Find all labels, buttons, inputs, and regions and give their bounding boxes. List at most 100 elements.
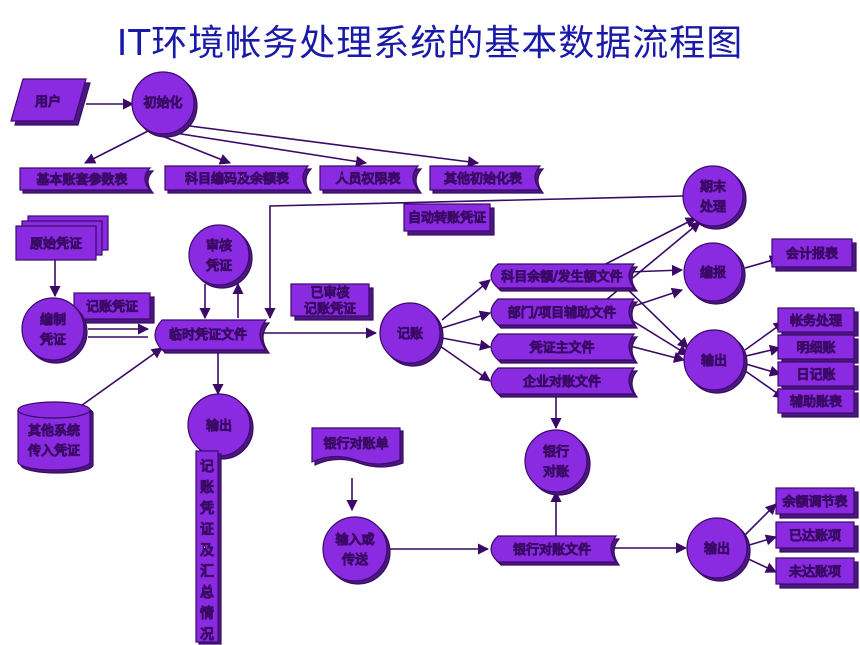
node-audit: 审核 凭证 (188, 224, 253, 289)
page-title: IT环境帐务处理系统的基本数据流程图 (116, 23, 744, 64)
node-bank-recon-label-1: 银行 (543, 445, 569, 460)
edge-period-temp (264, 195, 685, 320)
edge-subject-output (619, 281, 689, 349)
node-voucher-main-file-label: 凭证主文件 (529, 341, 594, 356)
node-temp-voucher-file: 临时凭证文件 (154, 319, 271, 354)
node-audited-label-1: 已审核 (310, 286, 349, 301)
node-bookkeeping-voucher: 记账凭证 (73, 292, 155, 324)
node-post-label: 记账 (397, 327, 423, 342)
node-period-end-label-2: 处理 (700, 200, 726, 215)
node-temp-voucher-file-label: 临时凭证文件 (169, 328, 247, 343)
summary-char-3: 凭 (200, 501, 214, 517)
nodes: 用户 初始化 基本账套参数表 科目编码及余额表 人员权限表 其他初始化表 (10, 71, 859, 645)
node-subject-balance-file: 科目余额/发生额文件 (490, 263, 639, 292)
summary-char-6: 汇 (200, 564, 214, 580)
node-output-right-label: 输出 (701, 353, 727, 369)
node-unreconciled-label: 未达账项 (789, 565, 841, 580)
node-reconciled: 已达账项 (775, 521, 859, 553)
summary-char-4: 证 (200, 522, 214, 538)
node-bank-statement-label: 银行对账单 (323, 437, 388, 452)
node-other-init: 其他初始化表 (429, 165, 545, 194)
summary-char-1: 记 (200, 459, 214, 475)
edges (49, 98, 785, 573)
summary-char-2: 账 (200, 480, 214, 496)
edge-out-balance (741, 503, 777, 539)
node-other-init-label: 其他初始化表 (444, 172, 522, 187)
edge-post-main (441, 337, 492, 351)
node-bank-statement: 银行对账单 (311, 427, 404, 468)
node-original-voucher: 原始凭证 (15, 215, 109, 261)
edge-dept-output (627, 317, 689, 356)
node-subject-codes-label: 科目编码及余额表 (185, 171, 289, 187)
node-basic-params: 基本账套参数表 (19, 167, 155, 194)
node-audited-label-2: 记账凭证 (304, 302, 356, 317)
node-balance-adjust-label: 余额调节表 (782, 494, 847, 510)
node-output-bank: 输出 (686, 517, 751, 582)
node-prepare: 编制 凭证 (21, 297, 88, 364)
node-dept-project-file: 部门/项目辅助文件 (490, 298, 639, 329)
summary-char-9: 况 (200, 627, 214, 643)
node-journal: 日记账 (777, 361, 859, 391)
node-user: 用户 (10, 78, 91, 126)
node-audit-label-1: 审核 (206, 239, 232, 254)
node-input-transfer: 输入或 传送 (322, 516, 391, 585)
summary-char-8: 情 (200, 606, 214, 622)
node-auto-transfer-label: 自动转账凭证 (408, 211, 486, 226)
node-unreconciled: 未达账项 (775, 557, 859, 589)
node-input-transfer-label-1: 输入或 (335, 532, 374, 548)
edge-subject-report (627, 264, 684, 276)
edge-out-aux (743, 369, 785, 399)
node-user-label: 用户 (35, 94, 61, 110)
node-audited: 已审核 记账凭证 (290, 283, 374, 321)
node-reconciled-label: 已达账项 (789, 529, 841, 544)
node-balance-adjust: 余额调节表 (775, 487, 859, 519)
edge-post-subject (441, 279, 491, 321)
edge-out-journal (745, 363, 782, 377)
node-bookkeeping-voucher-label: 记账凭证 (86, 300, 138, 315)
node-output-bank-label: 输出 (704, 541, 730, 557)
edge-init-perm (174, 132, 368, 167)
node-init: 初始化 (131, 71, 198, 138)
node-aux-ledger: 辅助账表 (777, 388, 859, 418)
node-prepare-label-1: 编制 (40, 313, 66, 328)
node-voucher-main-file: 凭证主文件 (490, 333, 639, 364)
node-input-transfer-label-2: 传送 (342, 553, 368, 568)
node-accounting-report-label: 会计报表 (786, 247, 838, 262)
node-other-system: 其他系统 传入凭证 (17, 401, 94, 474)
node-auto-transfer: 自动转账凭证 (403, 203, 495, 236)
edge-init-subject (161, 135, 232, 165)
edge-dept-report (627, 287, 684, 309)
node-accounting-report: 会计报表 (771, 238, 857, 272)
edge-post-dept (441, 310, 492, 329)
node-bookkeeping-summary: 记 账 凭 证 及 汇 总 情 况 (195, 450, 222, 645)
node-subject-codes: 科目编码及余额表 (164, 165, 313, 194)
node-report-label: 编报 (700, 266, 726, 281)
node-init-label: 初始化 (143, 96, 182, 111)
node-report: 编报 (683, 242, 746, 305)
node-account-processing-label: 帐务处理 (790, 313, 842, 329)
node-basic-params-label: 基本账套参数表 (36, 172, 127, 188)
edge-init-basic (84, 129, 151, 164)
node-bank-recon-file-label: 银行对账文件 (513, 543, 591, 558)
node-post: 记账 (379, 302, 444, 367)
edge-other-temp (77, 347, 163, 409)
edge-post-enterprise (439, 345, 491, 382)
node-output-mid-label: 输出 (206, 418, 232, 434)
node-other-system-label-2: 传入凭证 (28, 444, 80, 459)
node-account-processing: 帐务处理 (777, 307, 859, 337)
node-dept-project-file-label: 部门/项目辅助文件 (508, 306, 616, 321)
node-original-voucher-label: 原始凭证 (30, 237, 82, 252)
edge-out-detail (745, 344, 782, 357)
node-aux-ledger-label: 辅助账表 (790, 395, 842, 410)
node-period-end: 期末 处理 (682, 165, 747, 230)
summary-char-7: 总 (200, 585, 214, 601)
node-enterprise-recon-file: 企业对账文件 (490, 367, 639, 398)
edge-out-reconciled (745, 534, 778, 547)
node-permissions: 人员权限表 (319, 165, 423, 194)
edge-subject-period (589, 217, 697, 273)
node-journal-label: 日记账 (796, 368, 835, 383)
node-other-system-label-1: 其他系统 (28, 424, 80, 439)
node-subject-balance-file-label: 科目余额/发生额文件 (501, 269, 622, 285)
summary-char-5: 及 (200, 543, 214, 559)
